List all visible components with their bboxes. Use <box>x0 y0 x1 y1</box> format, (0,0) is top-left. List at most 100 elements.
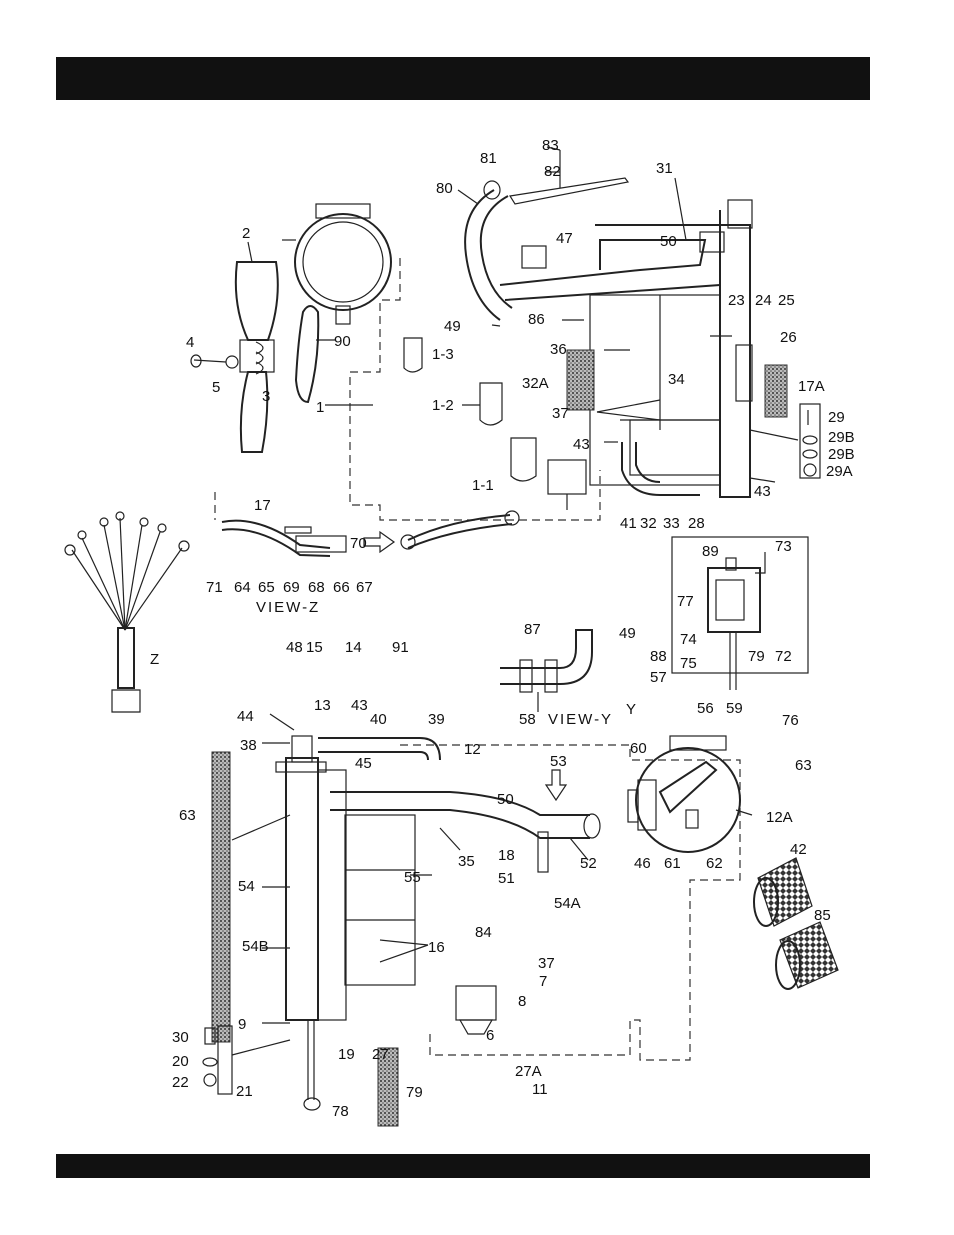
callout-label: 84 <box>475 924 492 941</box>
callout-label: 91 <box>392 639 409 656</box>
callout-label: 86 <box>528 311 545 328</box>
callout-label: 65 <box>258 579 275 596</box>
view-z-label: VIEW-Z <box>256 599 320 616</box>
callout-label: 1-2 <box>432 397 454 414</box>
view-z-group <box>214 492 520 557</box>
callout-label: 45 <box>355 755 372 772</box>
callout-label: 59 <box>726 700 743 717</box>
filter-54B <box>775 921 839 990</box>
callout-label: 85 <box>814 907 831 924</box>
callout-label: 51 <box>498 870 515 887</box>
callout-label: 29 <box>828 409 845 426</box>
upper-assembly <box>190 146 821 521</box>
callout-label: 42 <box>790 841 807 858</box>
callout-label: 78 <box>332 1103 349 1120</box>
callout-label: 35 <box>458 853 475 870</box>
lower-assembly <box>202 713 839 1127</box>
callout-label: 29A <box>826 463 853 480</box>
callout-label: 28 <box>688 515 705 532</box>
callout-label: 29B <box>828 429 855 446</box>
callout-label: 26 <box>780 329 797 346</box>
callout-label: 68 <box>308 579 325 596</box>
callout-label: 64 <box>234 579 251 596</box>
callout-label: 79 <box>748 648 765 665</box>
callout-label: 83 <box>542 137 559 154</box>
callout-label: 8 <box>518 993 526 1010</box>
callout-label: 61 <box>664 855 681 872</box>
callout-label: 58 <box>519 711 536 728</box>
callout-label: 1 <box>316 399 324 416</box>
callout-label: 77 <box>677 593 694 610</box>
callout-label: 34 <box>668 371 685 388</box>
callout-label: 4 <box>186 334 194 351</box>
callout-label: 74 <box>680 631 697 648</box>
callout-label: 27 <box>372 1046 389 1063</box>
callout-label: 47 <box>556 230 573 247</box>
callout-label: 88 <box>650 648 667 665</box>
callout-label: 19 <box>338 1046 355 1063</box>
callout-label: 39 <box>428 711 445 728</box>
callout-label: 7 <box>539 973 547 990</box>
callout-label: 46 <box>634 855 651 872</box>
callout-label: 12A <box>766 809 793 826</box>
callout-label: 63 <box>795 757 812 774</box>
callout-label: 70 <box>350 535 367 552</box>
callout-label: 89 <box>702 543 719 560</box>
callout-label: 32A <box>522 375 549 392</box>
callout-label: 43 <box>351 697 368 714</box>
callout-label: 69 <box>283 579 300 596</box>
callout-label: 9 <box>238 1016 246 1033</box>
callout-label: 75 <box>680 655 697 672</box>
callout-label: 43 <box>573 436 590 453</box>
callout-label: 73 <box>775 538 792 555</box>
callout-label: 90 <box>334 333 351 350</box>
callout-label: 22 <box>172 1074 189 1091</box>
callout-label: 1-3 <box>432 346 454 363</box>
callout-label: 14 <box>345 639 362 656</box>
callout-label: Y <box>626 701 636 718</box>
callout-label: 87 <box>524 621 541 638</box>
callout-label: 54A <box>554 895 581 912</box>
callout-label: 54B <box>242 938 269 955</box>
callout-label: 72 <box>775 648 792 665</box>
footer-band <box>56 1154 870 1178</box>
callout-label: 54 <box>238 878 255 895</box>
callout-label: 30 <box>172 1029 189 1046</box>
callout-label: 15 <box>306 639 323 656</box>
filter-54A <box>753 857 813 927</box>
callout-label: 6 <box>486 1027 494 1044</box>
callout-label: 32 <box>640 515 657 532</box>
callout-label: 37 <box>538 955 555 972</box>
callout-label: 31 <box>656 160 673 177</box>
callout-label: 23 <box>728 292 745 309</box>
callout-label: 17A <box>798 378 825 395</box>
callout-label: 55 <box>404 869 421 886</box>
callout-label: 71 <box>206 579 223 596</box>
callout-label: 37 <box>552 405 569 422</box>
view-y-label: VIEW-Y <box>548 711 613 728</box>
callout-label: 50 <box>660 233 677 250</box>
callout-label: 49 <box>444 318 461 335</box>
callout-label: 33 <box>663 515 680 532</box>
callout-label: 40 <box>370 711 387 728</box>
callout-label: 80 <box>436 180 453 197</box>
callout-label: Z <box>150 651 159 668</box>
callout-label: 18 <box>498 847 515 864</box>
callout-label: 76 <box>782 712 799 729</box>
callout-label: 66 <box>333 579 350 596</box>
wire-harness-89 <box>64 511 190 713</box>
callout-label: 5 <box>212 379 220 396</box>
callout-label: 3 <box>262 388 270 405</box>
callout-label: 29B <box>828 446 855 463</box>
callout-label: 13 <box>314 697 331 714</box>
callout-label: 25 <box>778 292 795 309</box>
callout-label: 50 <box>497 791 514 808</box>
callout-label: 67 <box>356 579 373 596</box>
callout-label: 52 <box>580 855 597 872</box>
callout-label: 53 <box>550 753 567 770</box>
reservoir-box <box>671 536 809 690</box>
callout-label: 48 <box>286 639 303 656</box>
callout-label: 16 <box>428 939 445 956</box>
callout-label: 20 <box>172 1053 189 1070</box>
callout-label: 36 <box>550 341 567 358</box>
